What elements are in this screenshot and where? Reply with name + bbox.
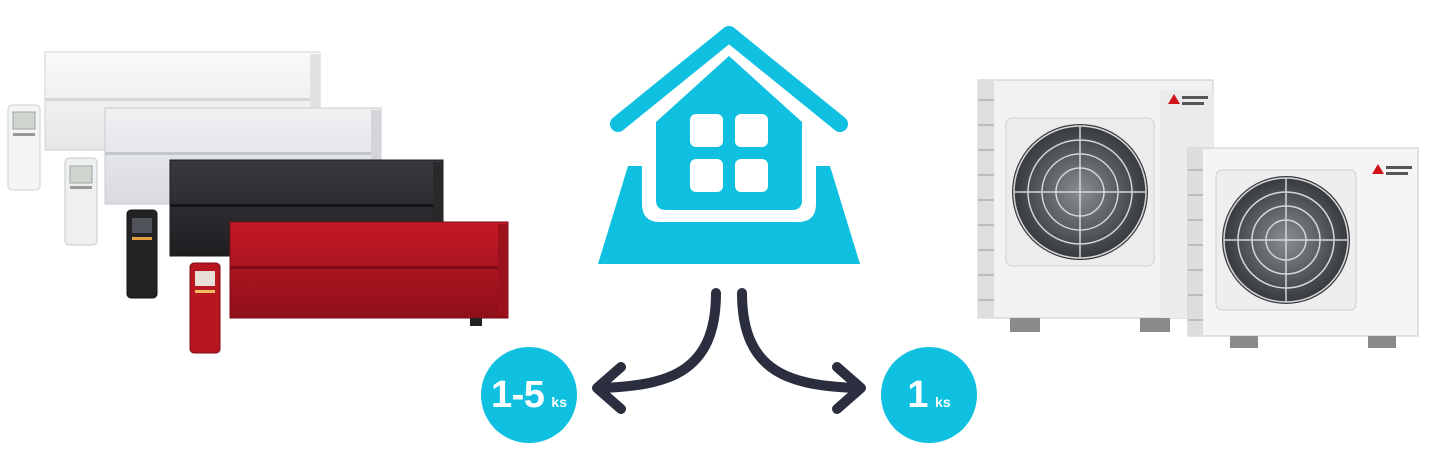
indoor-count-badge: 1-5 ks xyxy=(481,347,577,443)
outdoor-unit-large xyxy=(977,79,1214,332)
indoor-units-illustration xyxy=(7,51,509,354)
curved-arrow-left-icon xyxy=(592,288,721,414)
remote-control-red xyxy=(189,262,221,354)
remote-control-black xyxy=(126,209,158,299)
remote-control-silver xyxy=(64,157,98,246)
outdoor-count-number: 1 xyxy=(907,373,929,416)
remote-control-white xyxy=(7,104,41,191)
outdoor-units-illustration xyxy=(977,79,1419,348)
outdoor-unit-small xyxy=(1187,147,1419,348)
house-icon xyxy=(598,26,860,264)
indoor-count-unit: ks xyxy=(551,394,567,410)
outdoor-count-unit: ks xyxy=(935,394,951,410)
outdoor-count-badge: 1 ks xyxy=(881,347,977,443)
indoor-unit-red xyxy=(229,221,509,326)
curved-arrow-right-icon xyxy=(737,288,866,414)
indoor-count-number: 1-5 xyxy=(491,373,545,416)
